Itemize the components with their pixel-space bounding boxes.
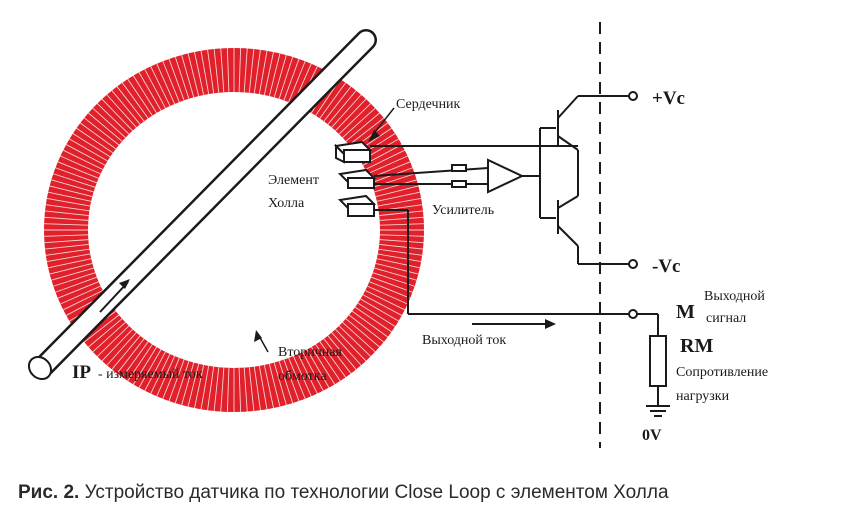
label-secondary-2: обмотка — [278, 369, 327, 384]
label-rm: RM — [680, 335, 713, 357]
core-blocks — [333, 140, 377, 217]
label-vc-plus: +Vc — [652, 88, 685, 109]
primary-conductor — [27, 29, 377, 381]
label-secondary-1: Вторичная — [278, 345, 343, 360]
label-ip-text: - измеряемый ток — [98, 367, 203, 382]
terminals — [628, 91, 638, 319]
caption-text: Устройство датчика по технологии Close L… — [84, 482, 669, 503]
label-amplifier: Усилитель — [432, 203, 494, 218]
label-vc-minus: -Vc — [652, 256, 680, 277]
label-out-signal-2: сигнал — [706, 311, 746, 326]
label-hall-1: Элемент — [268, 173, 319, 188]
label-output-current: Выходной ток — [422, 333, 506, 348]
caption-prefix: Рис. 2. — [18, 482, 80, 503]
wiring — [370, 95, 670, 417]
toroid-winding — [44, 48, 424, 412]
label-zero-v: 0V — [642, 427, 662, 444]
label-core: Сердечник — [396, 97, 461, 112]
label-load-2: нагрузки — [676, 389, 730, 404]
label-ip: IP — [72, 362, 91, 383]
figure-caption: Рис. 2. Устройство датчика по технологии… — [18, 482, 838, 504]
label-hall-2: Холла — [268, 196, 305, 211]
output-current-arrow — [545, 319, 556, 329]
label-m: M — [676, 301, 695, 323]
label-load-1: Сопротивление — [676, 365, 768, 380]
label-out-signal-1: Выходной — [704, 289, 765, 304]
